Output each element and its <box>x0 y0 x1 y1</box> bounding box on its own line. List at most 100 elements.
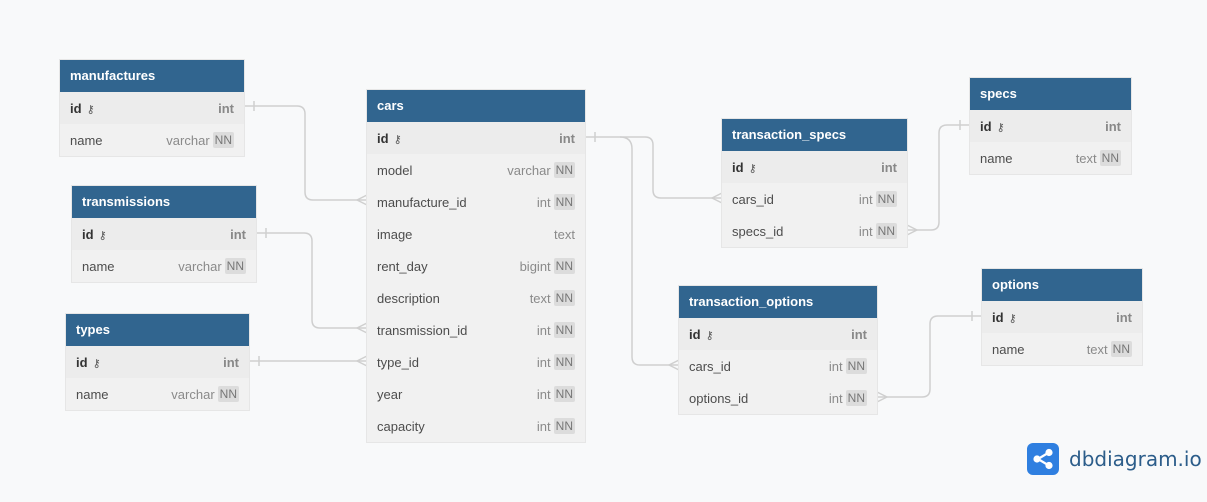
field-type: int <box>223 354 239 370</box>
relation-options-transaction-options <box>877 315 982 398</box>
field-type: int <box>858 223 873 239</box>
field-name: name <box>70 132 103 148</box>
field-row[interactable]: id⚷ int <box>970 110 1131 142</box>
field-row[interactable]: options_id int NN <box>679 382 877 414</box>
field-row[interactable]: name text NN <box>970 142 1131 174</box>
table-header[interactable]: options <box>982 269 1142 301</box>
not-null-badge: NN <box>553 290 575 306</box>
field-type: varchar <box>507 162 551 178</box>
field-row[interactable]: id⚷ int <box>72 218 256 250</box>
relation-manufactures-cars <box>244 105 367 201</box>
not-null-badge: NN <box>845 358 867 374</box>
field-row[interactable]: capacity int NN <box>367 410 585 442</box>
field-row[interactable]: name text NN <box>982 333 1142 365</box>
not-null-badge: NN <box>845 390 867 406</box>
field-type: int <box>858 191 873 207</box>
field-row[interactable]: name varchar NN <box>72 250 256 282</box>
field-name: model <box>377 162 413 178</box>
table-header[interactable]: transaction_specs <box>722 119 907 151</box>
field-name: capacity <box>377 418 425 434</box>
field-row[interactable]: cars_id int NN <box>722 183 907 215</box>
not-null-badge: NN <box>553 354 575 370</box>
table-types[interactable]: types id⚷ int name varchar NN <box>66 314 249 410</box>
key-icon: ⚷ <box>1008 312 1017 325</box>
not-null-badge: NN <box>1110 341 1132 357</box>
field-type: text <box>1086 341 1108 357</box>
field-name: cars_id <box>689 358 731 374</box>
field-row[interactable]: id⚷ int <box>60 92 244 124</box>
field-type: varchar <box>171 386 215 402</box>
not-null-badge: NN <box>875 191 897 207</box>
field-row[interactable]: id⚷ int <box>722 151 907 183</box>
field-name: name <box>76 386 109 402</box>
table-transmissions[interactable]: transmissions id⚷ int name varchar NN <box>72 186 256 282</box>
field-type: int <box>536 354 551 370</box>
field-row[interactable]: id⚷ int <box>982 301 1142 333</box>
dbdiagram-logo[interactable]: dbdiagram.io <box>1027 443 1202 475</box>
field-row[interactable]: cars_id int NN <box>679 350 877 382</box>
field-row[interactable]: type_id int NN <box>367 346 585 378</box>
field-row[interactable]: model varchar NN <box>367 154 585 186</box>
field-name: options_id <box>689 390 749 406</box>
table-header[interactable]: specs <box>970 78 1131 110</box>
field-row[interactable]: transmission_id int NN <box>367 314 585 346</box>
many-marker <box>711 192 723 204</box>
field-type: int <box>536 194 551 210</box>
field-type: text <box>529 290 551 306</box>
not-null-badge: NN <box>553 386 575 402</box>
table-header[interactable]: cars <box>367 90 585 122</box>
table-options[interactable]: options id⚷ int name text NN <box>982 269 1142 365</box>
field-row[interactable]: name varchar NN <box>66 378 249 410</box>
relation-transmissions-cars <box>256 232 367 329</box>
key-icon: ⚷ <box>705 329 714 342</box>
relation-cars-transaction-specs <box>585 136 722 199</box>
table-manufactures[interactable]: manufactures id⚷ int name varchar NN <box>60 60 244 156</box>
table-transaction-specs[interactable]: transaction_specs id⚷ int cars_id int NN… <box>722 119 907 247</box>
field-row[interactable]: image text <box>367 218 585 250</box>
table-transaction-options[interactable]: transaction_options id⚷ int cars_id int … <box>679 286 877 414</box>
field-type: bigint <box>519 258 551 274</box>
not-null-badge: NN <box>1099 150 1121 166</box>
field-name: id⚷ <box>76 354 101 370</box>
field-name: specs_id <box>732 223 784 239</box>
table-cars[interactable]: cars id⚷ int model varchar NN manufactur… <box>367 90 585 442</box>
field-name: description <box>377 290 440 306</box>
not-null-badge: NN <box>553 258 575 274</box>
table-header[interactable]: manufactures <box>60 60 244 92</box>
field-name: id⚷ <box>980 118 1005 134</box>
many-marker <box>906 224 918 236</box>
key-icon: ⚷ <box>86 103 95 116</box>
field-type: int <box>536 386 551 402</box>
field-name: year <box>377 386 403 402</box>
table-specs[interactable]: specs id⚷ int name text NN <box>970 78 1131 174</box>
field-row[interactable]: manufacture_id int NN <box>367 186 585 218</box>
field-name: cars_id <box>732 191 774 207</box>
key-icon: ⚷ <box>92 357 101 370</box>
field-row[interactable]: name varchar NN <box>60 124 244 156</box>
share-nodes-icon <box>1027 443 1059 475</box>
not-null-badge: NN <box>553 322 575 338</box>
field-row[interactable]: id⚷ int <box>66 346 249 378</box>
field-row[interactable]: specs_id int NN <box>722 215 907 247</box>
table-header[interactable]: transaction_options <box>679 286 877 318</box>
field-row[interactable]: id⚷ int <box>367 122 585 154</box>
table-header[interactable]: types <box>66 314 249 346</box>
relation-cars-transaction-options <box>619 136 679 366</box>
field-name: id⚷ <box>82 226 107 242</box>
field-type: int <box>1116 309 1132 325</box>
table-header[interactable]: transmissions <box>72 186 256 218</box>
not-null-badge: NN <box>553 194 575 210</box>
field-row[interactable]: description text NN <box>367 282 585 314</box>
many-marker <box>356 322 368 334</box>
field-row[interactable]: year int NN <box>367 378 585 410</box>
field-type: int <box>230 226 246 242</box>
field-row[interactable]: rent_day bigint NN <box>367 250 585 282</box>
many-marker <box>356 194 368 206</box>
field-name: id⚷ <box>70 100 95 116</box>
field-name: name <box>992 341 1025 357</box>
not-null-badge: NN <box>875 223 897 239</box>
field-row[interactable]: id⚷ int <box>679 318 877 350</box>
field-type: varchar <box>166 132 210 148</box>
field-type: int <box>828 358 843 374</box>
field-name: type_id <box>377 354 419 370</box>
